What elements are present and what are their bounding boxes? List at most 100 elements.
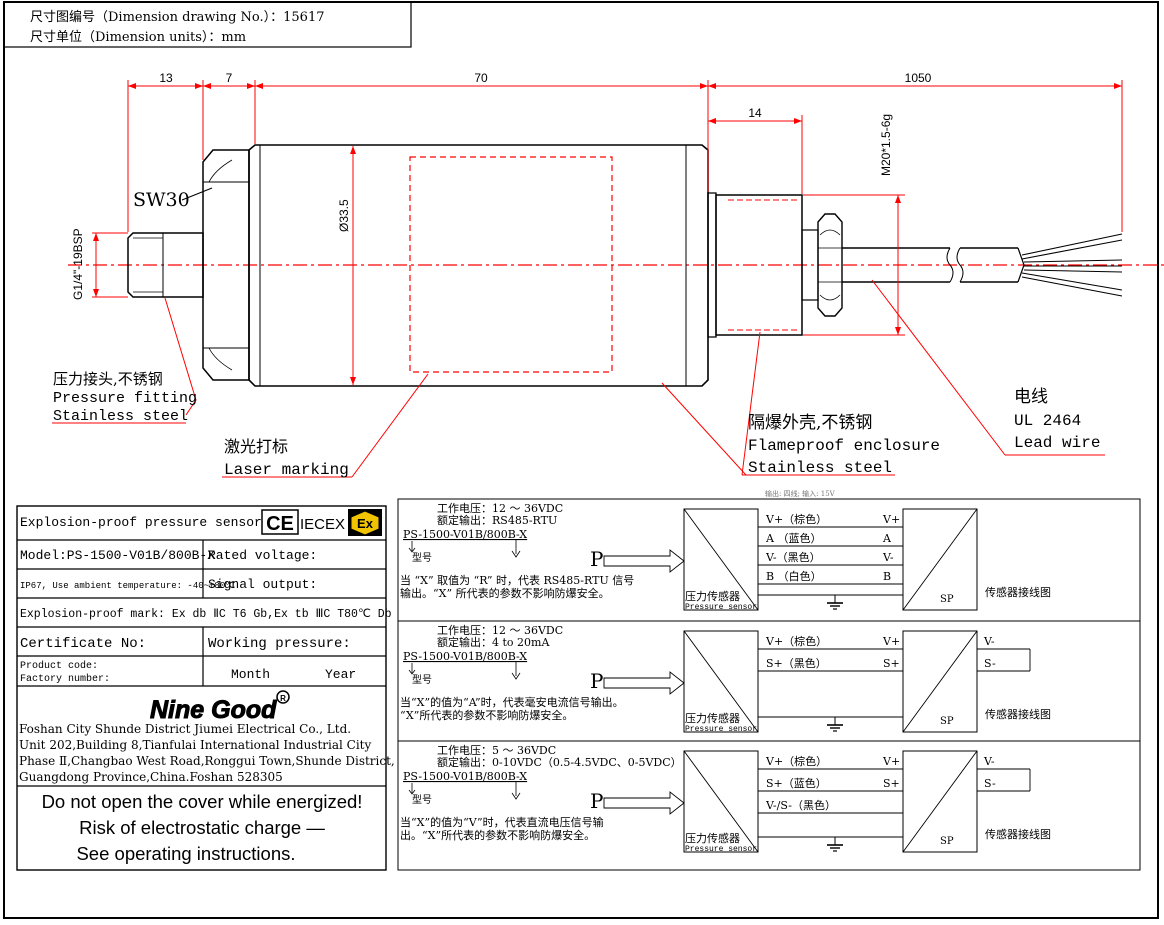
panel-voltage: 工作电压：5 ～ 36VDC — [437, 744, 556, 757]
wiring-panel-3: 工作电压：5 ～ 36VDC额定输出：0-10VDC（0.5-4.5VDC、0-… — [400, 744, 1051, 854]
wiring-panel-1: 工作电压：12 ～ 36VDC额定输出：RS485-RTUPS-1500-V01… — [400, 502, 1051, 612]
wire-label-en1: UL 2464 — [1014, 412, 1081, 430]
sheet-border — [3, 1, 1159, 919]
sp-label: SP — [940, 594, 954, 605]
wire-terminal: S+ — [883, 657, 900, 670]
brand-wordmark: Nine Good — [150, 696, 277, 724]
panel-note-2: 输出。“X” 所代表的参数不影响防爆安全。 — [400, 586, 610, 600]
panel-note-1: 当“X”的值为“A”时，代表毫安电流信号输出。 — [400, 695, 624, 709]
pressure-arrow-icon — [603, 671, 685, 695]
sensor-label-cn: 压力传感器 — [685, 590, 740, 603]
panel-note-2: 出。“X”所代表的参数不影响防爆安全。 — [400, 828, 595, 842]
signal-output: Signal output: — [208, 577, 317, 592]
sp-block — [902, 508, 978, 611]
ex-icon: Ex — [348, 509, 382, 536]
wire-label: V+（棕色） — [765, 512, 827, 526]
right-terminal: V- — [983, 635, 995, 648]
sensor-label-en: Pressure sensor — [685, 603, 757, 612]
laser-label-cn: 激光打标 — [224, 437, 288, 456]
wire-terminal: V+ — [882, 755, 900, 768]
wire-label: V-/S-（黑色） — [765, 798, 836, 812]
enclosure-label-en2: Stainless steel — [748, 459, 892, 477]
panel-model: PS-1500-V01B/800B-X — [403, 770, 527, 783]
dimension-units: 尺寸单位（Dimension units）：mm — [30, 30, 246, 45]
ce-mark: CE — [266, 513, 294, 535]
nameplate-title: Explosion-proof pressure sensor — [20, 515, 262, 530]
company-line-4: Guangdong Province,China.Foshan 528305 — [19, 770, 283, 784]
panel-output: 额定输出：4 to 20mA — [437, 635, 550, 649]
fitting-label-en2: Stainless steel — [53, 408, 188, 425]
ground-icon — [827, 717, 843, 732]
pressure-p-label: P — [590, 547, 603, 571]
company-line-1: Foshan City Shunde District Jiumei Elect… — [19, 722, 351, 736]
sensor-label-cn: 压力传感器 — [685, 832, 740, 845]
sp-label: SP — [940, 836, 954, 847]
cable-gland — [817, 213, 843, 317]
wiring-diagrams: 输出: 四线; 输入: 15V 工作电压：12 ～ 36VDC额定输出：RS48… — [397, 489, 1141, 871]
wire-label: S+（黑色） — [766, 656, 827, 670]
enclosure-label-cn: 隔爆外壳,不锈钢 — [748, 413, 872, 433]
wire-label: V+（棕色） — [765, 634, 827, 648]
sensor-drawing: 13 7 70 1050 14 Ø33.5 G1/4"-19BSP M20*1.… — [52, 71, 1164, 478]
fitting-label-cn: 压力接头,不锈钢 — [53, 370, 163, 388]
wire-label: A （蓝色） — [765, 531, 821, 545]
company-line-2: Unit 202,Building 8,Tianfulai Internatio… — [19, 738, 372, 752]
dim-13: 13 — [159, 71, 173, 85]
working-pressure: Working pressure: — [208, 636, 351, 652]
right-terminal: S- — [984, 657, 996, 670]
wire-label-en2: Lead wire — [1014, 434, 1100, 452]
lead-wires — [1021, 233, 1123, 297]
iecex-mark: IECEX — [300, 516, 345, 533]
warning-line-3: See operating instructions. — [76, 843, 295, 864]
fitting-label-en1: Pressure fitting — [53, 390, 197, 407]
pressure-p-label: P — [590, 669, 603, 693]
ground-icon — [827, 595, 843, 610]
panel-type-label: 型号 — [412, 793, 432, 806]
right-terminal: V- — [983, 755, 995, 768]
sensor-label-cn: 压力传感器 — [685, 712, 740, 725]
dim-diameter: Ø33.5 — [337, 199, 351, 232]
thread-fitting — [127, 232, 204, 298]
month-label: Month — [231, 667, 270, 682]
pressure-arrow-icon — [603, 549, 685, 573]
panel-type-label: 型号 — [412, 551, 432, 564]
panel-note-1: 当 “X” 取值为 “R” 时，代表 RS485-RTU 信号 — [400, 573, 634, 587]
warning-line-2: Risk of electrostatic charge — — [79, 817, 325, 838]
company-line-3: Phase Ⅱ,Changbao West Road,Ronggui Town,… — [19, 754, 395, 768]
sensor-label-en: Pressure sensor — [685, 845, 757, 854]
enclosure-label-en1: Flameproof enclosure — [748, 437, 940, 455]
ip-rating: IP67, Use ambient temperature: -40~+80℃ — [20, 581, 235, 591]
wiring-diagram-label: 传感器接线图 — [985, 585, 1051, 599]
ex-marking: Explosion-proof mark: Ex db ⅡC T6 Gb,Ex … — [20, 608, 392, 621]
factory-number: Factory number: — [20, 673, 110, 685]
panel-model: PS-1500-V01B/800B-X — [403, 528, 527, 541]
nameplate-model: Model:PS-1500-V01B/800B-X — [20, 548, 215, 563]
sensor-block — [683, 750, 759, 853]
sensor-label-en: Pressure sensor — [685, 725, 757, 734]
wire-label: V+（棕色） — [765, 754, 827, 768]
laser-label-en: Laser marking — [224, 461, 349, 479]
main-body — [248, 144, 709, 387]
dim-14: 14 — [748, 106, 762, 120]
faint-top-text: 输出: 四线; 输入: 15V — [765, 489, 836, 498]
wire-label: S+（蓝色） — [766, 776, 827, 790]
year-label: Year — [325, 667, 356, 682]
ex-mark: Ex — [357, 516, 374, 531]
dim-7: 7 — [226, 71, 233, 85]
wire-label-cn: 电线 — [1014, 387, 1048, 407]
panel-output: 额定输出：0-10VDC（0.5-4.5VDC、0-5VDC） — [437, 755, 682, 769]
panel-output: 额定输出：RS485-RTU — [437, 513, 557, 527]
wire-terminal: V+ — [882, 635, 900, 648]
rated-voltage: Rated voltage: — [208, 548, 317, 563]
wire-terminal: S+ — [883, 777, 900, 790]
wire-terminal: A — [882, 532, 892, 545]
panel-voltage: 工作电压：12 ～ 36VDC — [437, 502, 563, 515]
panel-note-1: 当“X”的值为“V”时，代表直流电压信号输 — [400, 815, 604, 829]
sp-block — [902, 750, 978, 853]
wire-label: B （白色） — [766, 569, 822, 583]
panel-voltage: 工作电压：12 ～ 36VDC — [437, 624, 563, 637]
wrench-size: SW30 — [133, 189, 190, 211]
title-block: 尺寸图编号（Dimension drawing No.）：15617 尺寸单位（… — [3, 1, 412, 48]
dim-thread-right: M20*1.5-6g — [879, 114, 893, 176]
